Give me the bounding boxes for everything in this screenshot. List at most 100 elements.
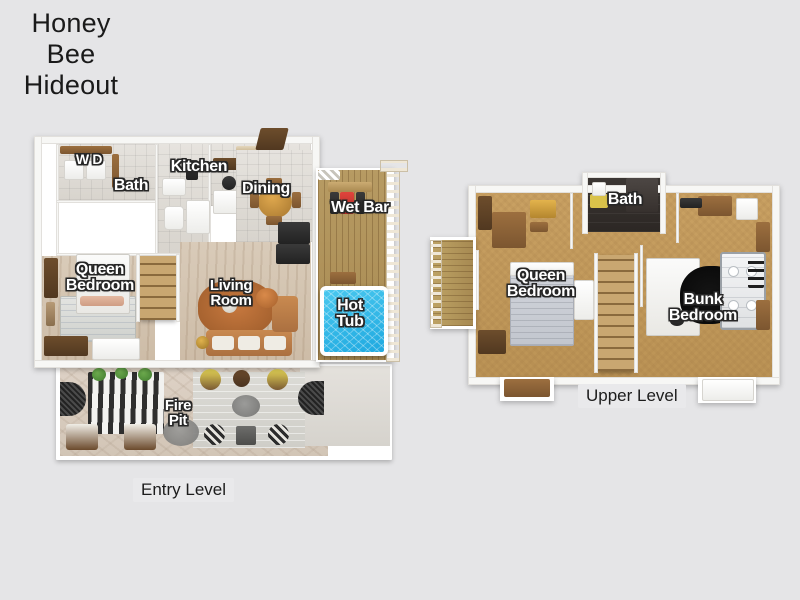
wall-bath-west (155, 144, 158, 256)
bath-shower (186, 200, 210, 234)
upper-wall-bunk-west (640, 245, 643, 307)
sofa-cushion-3 (264, 336, 286, 350)
entry-level-caption: Entry Level (133, 478, 235, 502)
wet-bar-counter (328, 182, 372, 192)
upper-queen-bed (510, 262, 574, 346)
entry-bedroom-bench (92, 338, 140, 360)
wet-bar-stool-1 (330, 192, 339, 214)
upper-staircase (598, 255, 634, 371)
bunk-shelf (680, 198, 702, 208)
patio-round-rug-right (298, 381, 324, 415)
upper-wall-bunk-north (676, 193, 679, 243)
patio-chair-plaid-2 (268, 424, 289, 445)
dining-chair-1 (250, 192, 259, 208)
fire-pit-feature (232, 395, 260, 417)
upper-queen-closet-door (478, 196, 492, 230)
upper-wall-queen-west (476, 250, 479, 310)
dining-table (258, 186, 292, 218)
dryer-unit (86, 160, 106, 180)
stair-wall-east (176, 254, 180, 322)
deck-bench (330, 272, 356, 284)
laundry-door (112, 154, 119, 188)
upper-bath-towel (590, 194, 608, 208)
entry-wall-south (34, 360, 320, 368)
upper-level-plan: Bath Queen Bedroom Bunk Bedroom Upper Le… (430, 0, 800, 430)
patio-lounge-chair-1 (66, 424, 98, 450)
upper-queen-wardrobe (492, 212, 526, 248)
upper-balcony-railing (430, 240, 442, 328)
page-title: Honey Bee Hideout (4, 8, 138, 101)
wall-bath-south (56, 253, 211, 256)
entry-level-plan: W D Bath Kitchen Dining Wet Bar Queen Be… (0, 0, 440, 510)
upper-bath-shower (626, 178, 658, 212)
upper-bath-wall-north (582, 172, 666, 178)
upper-queen-chair (530, 222, 548, 232)
bunk-wall-art (748, 258, 764, 288)
planter-plant-2 (115, 367, 128, 379)
deck-railing-top-cap (380, 160, 408, 172)
upper-queen-dresser (478, 330, 506, 354)
living-room-tv-console (276, 244, 310, 264)
living-room-side-table (222, 298, 237, 313)
bunk-window-frame-1 (756, 222, 770, 252)
planter-plant-3 (138, 368, 152, 381)
bath-sink (162, 178, 186, 196)
patio-round-rug-left (60, 382, 86, 416)
upper-wall-east (772, 185, 780, 385)
dining-chair-4 (266, 178, 282, 187)
patio-ottoman (236, 426, 256, 445)
deck-step-top (318, 170, 340, 180)
dining-chair-3 (266, 216, 282, 225)
upper-bath-sink (592, 182, 606, 196)
deck-railing (386, 170, 400, 362)
upper-queen-bed-pillows (510, 262, 574, 276)
sofa-cushion-2 (238, 336, 260, 350)
upper-bumpout-right-furniture (702, 379, 754, 401)
dining-back-door (255, 128, 289, 150)
bunk-game-table (736, 198, 758, 220)
upper-queen-nightstand-shelf (574, 280, 594, 320)
living-room-tv (278, 222, 310, 244)
wet-bar-stool-2 (356, 192, 365, 214)
upper-level-caption: Upper Level (578, 384, 686, 408)
washer-unit (64, 160, 84, 180)
upper-bath-wall-west (582, 172, 588, 234)
entry-bedroom-mirror (46, 302, 55, 326)
upper-stair-wall-west (594, 253, 598, 373)
patio-chair-yellow-2 (267, 369, 288, 390)
wall-laundry-south (56, 200, 158, 203)
sofa-cushion-1 (212, 336, 234, 350)
patio-side-table-top (233, 370, 250, 387)
hot-tub-water (320, 286, 388, 356)
bath-floor (158, 144, 210, 254)
upper-bumpout-left-furniture (504, 379, 550, 397)
patio-striped-runner (88, 372, 164, 434)
entry-staircase (140, 256, 176, 320)
title-line-3: Hideout (23, 70, 119, 100)
bunk-floor-cushion (670, 316, 684, 326)
patio-chair-plaid-1 (204, 424, 225, 445)
entry-bedroom-dresser (44, 258, 58, 298)
bath-toilet (164, 206, 184, 230)
entry-bedroom-console (44, 336, 88, 356)
dining-chair-2 (292, 192, 301, 208)
bunk-window-frame-2 (756, 300, 770, 330)
planter-plant-1 (92, 368, 106, 381)
upper-queen-desk (530, 200, 556, 218)
stair-wall-west (136, 254, 140, 322)
entry-wall-north (34, 136, 320, 144)
upper-wall-south (468, 377, 780, 385)
patio-chair-yellow-1 (200, 369, 221, 390)
air-hockey-mark-3 (728, 300, 739, 311)
kitchen-cooktop (222, 176, 236, 190)
upper-wall-north (468, 185, 780, 193)
title-line-2: Bee (46, 39, 96, 69)
patio-lounge-chair-2 (124, 424, 156, 450)
title-line-1: Honey (31, 8, 111, 38)
fire-pit-bowl (163, 418, 199, 446)
upper-wall-queen-north (570, 193, 573, 249)
bath-cabinet (186, 160, 198, 180)
living-room-coffee-table (256, 288, 278, 308)
entry-bed-blanket (80, 296, 124, 306)
